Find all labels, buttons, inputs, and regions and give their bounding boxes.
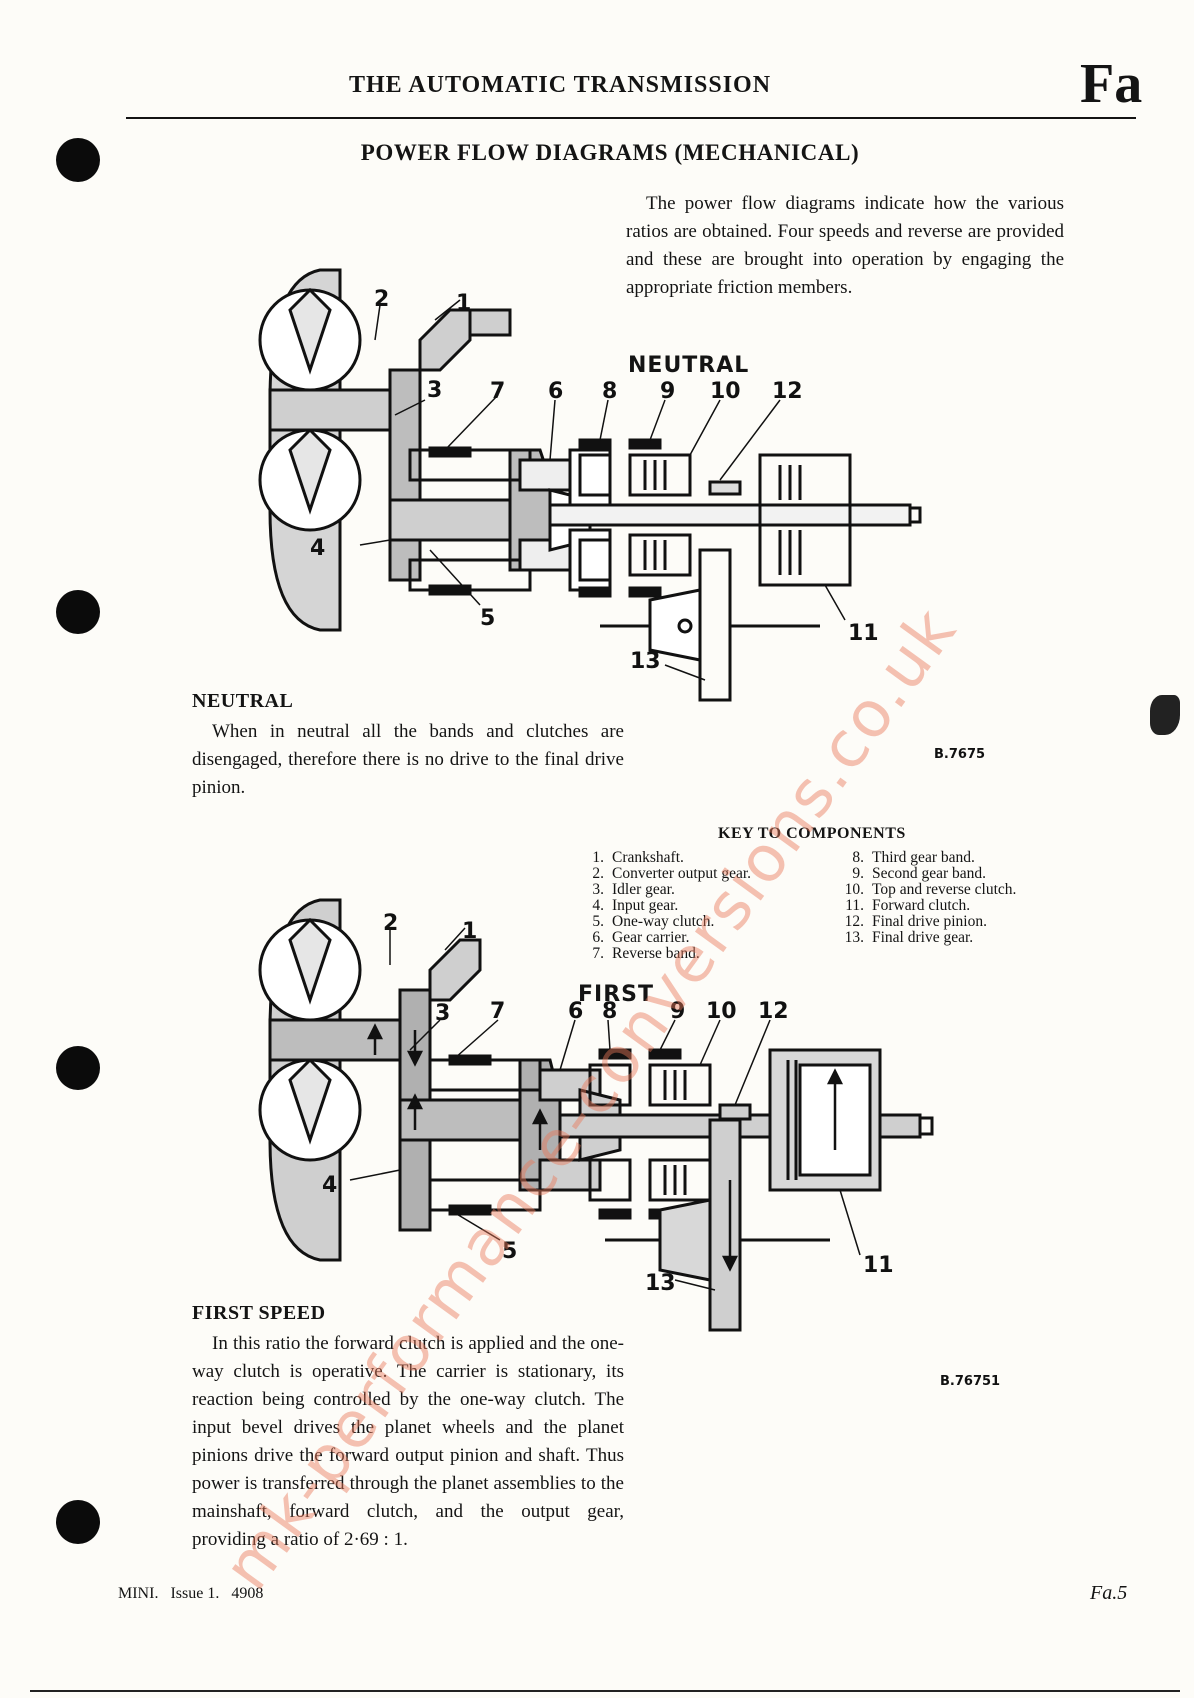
punch-hole <box>56 138 100 182</box>
callout-13: 13 <box>645 1271 676 1296</box>
callout-13: 13 <box>630 649 661 674</box>
third-gear-band <box>578 438 612 450</box>
key-item: 6.Gear carrier. <box>592 929 690 946</box>
section-heading-neutral: NEUTRAL <box>192 690 294 712</box>
callout-11: 11 <box>863 1253 894 1278</box>
diagram-first: 1 2 3 4 5 6 7 8 9 10 11 12 13 B.76751 <box>258 898 1000 1389</box>
final-drive-pinion <box>718 1103 752 1121</box>
key-item: 1.Crankshaft. <box>592 849 684 866</box>
callout-3: 3 <box>427 378 442 403</box>
section-heading-first: FIRST SPEED <box>192 1302 326 1324</box>
key-column-right: 8.Third gear band. 9.Second gear band. 1… <box>836 849 1017 946</box>
header-rule <box>126 117 1136 119</box>
diagram-neutral: 1 2 3 4 5 6 7 8 9 10 11 12 13 B.7675 <box>258 268 985 762</box>
neutral-paragraph: When in neutral all the bands and clutch… <box>192 721 624 798</box>
figure-ref: B.76751 <box>940 1374 1000 1389</box>
punch-hole <box>56 1500 100 1544</box>
diagram-label-neutral: NEUTRAL <box>628 353 750 378</box>
callout-10: 10 <box>710 379 741 404</box>
callout-11: 11 <box>848 621 879 646</box>
input-gear <box>388 498 512 542</box>
callout-2: 2 <box>383 911 398 936</box>
figure-ref: B.7675 <box>934 747 985 762</box>
key-item: 13.Final drive gear. <box>844 929 974 946</box>
second-gear-band <box>628 438 662 450</box>
power-flow-arrows <box>366 1023 844 1272</box>
footer-issue: MINI. Issue 1. 4908 <box>118 1585 264 1602</box>
key-item: 2.Converter output gear. <box>592 865 752 882</box>
key-item: 11.Forward clutch. <box>845 897 971 914</box>
reverse-band <box>428 446 472 458</box>
second-gear-band <box>648 1048 682 1060</box>
callout-12: 12 <box>758 999 789 1024</box>
key-item: 3.Idler gear. <box>592 881 675 898</box>
callout-7: 7 <box>490 999 505 1024</box>
transfer-gear-stack <box>388 368 422 582</box>
final-drive-gear <box>708 1118 742 1332</box>
key-column-left: 1.Crankshaft. 2.Converter output gear. 3… <box>576 850 751 962</box>
callout-8: 8 <box>602 999 617 1024</box>
callout-5: 5 <box>502 1239 517 1264</box>
callout-9: 9 <box>660 379 675 404</box>
top-reverse-clutch <box>648 1063 712 1107</box>
first-paragraph: In this ratio the forward clutch is appl… <box>192 1333 624 1550</box>
crankshaft <box>428 938 482 1002</box>
callout-12: 12 <box>772 379 803 404</box>
callout-1: 1 <box>456 291 471 316</box>
callout-6: 6 <box>568 999 583 1024</box>
key-item: 4.Input gear. <box>592 897 679 914</box>
footer-page-number: Fa.5 <box>1090 1582 1128 1604</box>
top-reverse-clutch <box>628 453 692 497</box>
final-drive-gear <box>698 548 732 702</box>
callout-10: 10 <box>706 999 737 1024</box>
callout-5: 5 <box>480 606 495 631</box>
key-item: 10.Top and reverse clutch. <box>844 881 1017 898</box>
callout-6: 6 <box>548 379 563 404</box>
key-item: 7.Reverse band. <box>592 945 700 962</box>
planet-pinions <box>568 448 612 512</box>
section-code: Fa <box>1080 53 1143 115</box>
forward-clutch <box>758 453 852 587</box>
running-header: THE AUTOMATIC TRANSMISSION <box>348 72 772 98</box>
callout-2: 2 <box>374 287 389 312</box>
intro-paragraph: The power flow diagrams indicate how the… <box>626 193 1064 298</box>
callout-9: 9 <box>670 999 685 1024</box>
page-title: POWER FLOW DIAGRAMS (MECHANICAL) <box>360 140 860 165</box>
key-title: KEY TO COMPONENTS <box>718 825 906 842</box>
key-item: 5.One-way clutch. <box>592 913 715 930</box>
punch-hole <box>56 590 100 634</box>
mainshaft <box>548 503 912 527</box>
callout-1: 1 <box>462 919 477 944</box>
callout-8: 8 <box>602 379 617 404</box>
callout-4: 4 <box>310 536 325 561</box>
key-item: 9.Second gear band. <box>852 865 987 882</box>
crankshaft <box>418 308 472 372</box>
callout-3: 3 <box>435 1001 450 1026</box>
punch-hole <box>56 1046 100 1090</box>
edge-mark <box>1150 695 1180 735</box>
callout-7: 7 <box>490 379 505 404</box>
bottom-rule <box>30 1690 1180 1692</box>
diagram-label-first: FIRST <box>578 982 655 1007</box>
callout-4: 4 <box>322 1173 337 1198</box>
key-item: 12.Final drive pinion. <box>844 913 987 930</box>
final-drive-pinion <box>708 480 742 496</box>
key-item: 8.Third gear band. <box>852 849 975 866</box>
input-shaft <box>268 1018 422 1062</box>
third-gear-band <box>598 1048 632 1060</box>
